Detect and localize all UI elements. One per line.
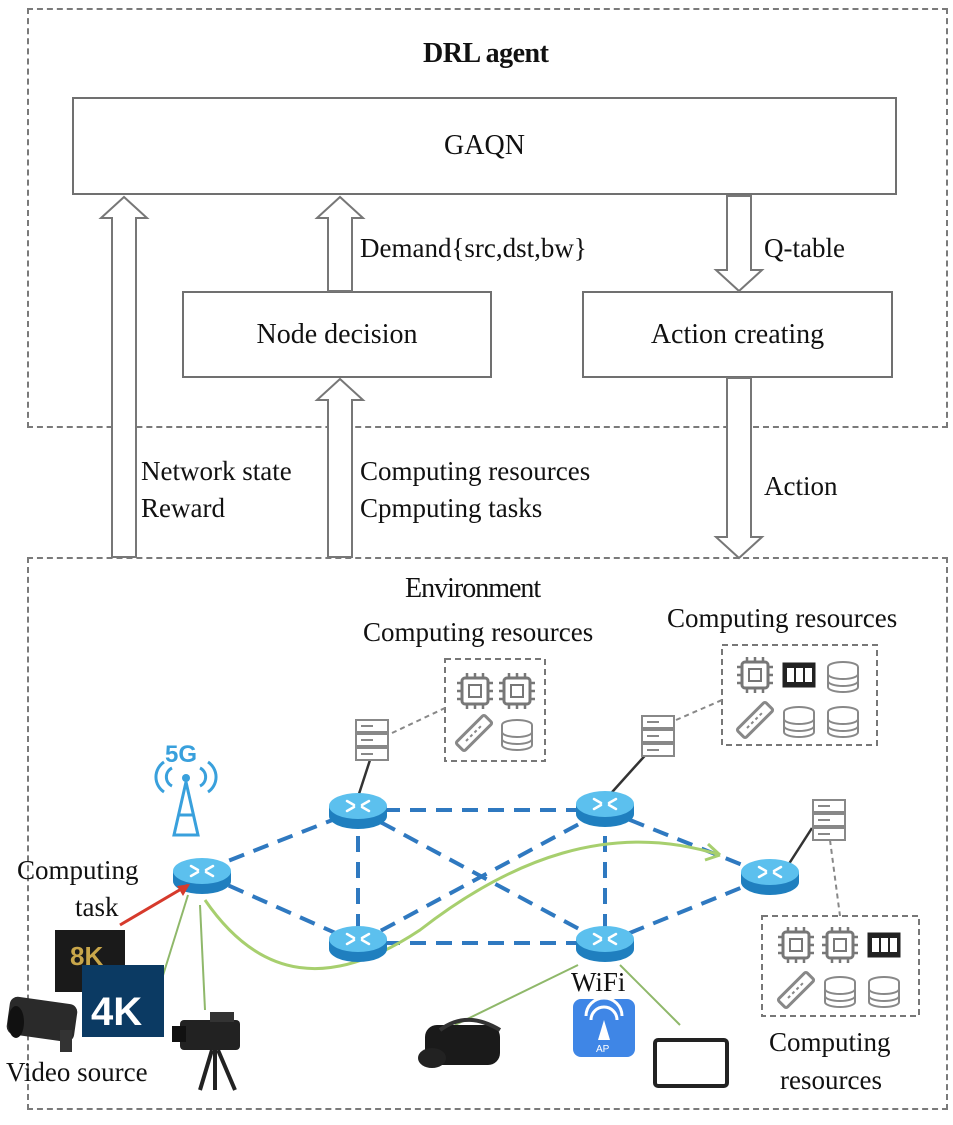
routing-path xyxy=(203,840,721,971)
memory-icon xyxy=(782,662,816,688)
server-link xyxy=(829,839,841,917)
chip-icon xyxy=(455,671,495,711)
vr-headset-icon xyxy=(418,1017,502,1068)
server-icon xyxy=(355,719,389,761)
ram-icon xyxy=(454,713,494,753)
router-icon xyxy=(739,857,801,897)
router-icon xyxy=(327,924,389,964)
cr-bottom-right-label-1: Computing xyxy=(769,1027,891,1057)
server-link xyxy=(391,707,446,734)
computing-task-label-2: task xyxy=(75,892,119,922)
demand-up-arrow xyxy=(314,195,366,292)
router-icon xyxy=(574,924,636,964)
ram-icon xyxy=(776,970,816,1010)
camcorder-icon xyxy=(172,1012,240,1091)
4k-video-thumbnail: 4K xyxy=(82,965,164,1037)
server-icon xyxy=(641,715,675,757)
computing-task-arrow xyxy=(119,883,189,927)
computing-task-arrowhead xyxy=(177,884,190,896)
action-down-arrow xyxy=(713,377,765,560)
computing-task-label-1: Computing xyxy=(17,855,139,885)
chip-icon xyxy=(497,671,537,711)
server-icon xyxy=(812,799,846,841)
network-state-label: Network state xyxy=(141,456,292,486)
wifi-ap-icon: AP xyxy=(573,996,635,1057)
demand-label: Demand{src,dst,bw} xyxy=(360,233,587,263)
server-link xyxy=(675,699,723,721)
node-decision-label: Node decision xyxy=(256,318,418,350)
4k-badge: 4K xyxy=(91,990,142,1034)
qtable-down-arrow xyxy=(713,195,765,293)
router-icon xyxy=(327,791,389,831)
resource-box-top-right xyxy=(721,644,878,746)
cr-bottom-right-label-2: resources xyxy=(780,1065,882,1095)
computing-tasks-label: Cpmputing tasks xyxy=(360,493,543,523)
ap-badge: AP xyxy=(596,1044,610,1055)
network-links xyxy=(204,808,771,945)
wireless-links xyxy=(159,894,681,1026)
reward-label: Reward xyxy=(141,493,225,523)
action-creating-label: Action creating xyxy=(650,318,825,350)
routing-path-arrowhead xyxy=(704,842,722,862)
node-decision-box: Node decision xyxy=(182,291,492,378)
qtable-label: Q-table xyxy=(764,233,845,263)
disk-icon xyxy=(501,719,533,751)
laptop-icon xyxy=(653,1038,729,1088)
memory-icon xyxy=(867,932,901,958)
chip-icon xyxy=(735,655,775,695)
video-source-label: Video source xyxy=(6,1057,148,1087)
cr-top-center-label: Computing resources xyxy=(363,617,594,647)
disk-icon xyxy=(827,661,859,693)
wifi-label: WiFi xyxy=(571,967,626,997)
chip-icon xyxy=(776,925,816,965)
disk-icon xyxy=(827,706,859,738)
computing-resources-label: Computing resources xyxy=(360,456,591,486)
chip-icon xyxy=(820,925,860,965)
disk-icon xyxy=(824,976,856,1008)
ram-icon xyxy=(735,700,775,740)
resource-box-bottom-right xyxy=(761,915,920,1017)
router-icon xyxy=(574,789,636,829)
cr-top-right-label: Computing resources xyxy=(667,603,898,633)
environment-title: Environment xyxy=(405,573,541,604)
disk-icon xyxy=(868,976,900,1008)
gaqn-label: GAQN xyxy=(444,130,525,161)
5g-tower-icon: 5G xyxy=(154,741,218,837)
disk-icon xyxy=(783,706,815,738)
drl-agent-title: DRL agent xyxy=(423,38,549,69)
security-camera-icon xyxy=(6,996,78,1052)
network-state-up-arrow xyxy=(98,195,150,558)
action-label: Action xyxy=(764,471,838,501)
5g-badge: 5G xyxy=(165,741,197,768)
computing-resources-up-arrow xyxy=(314,377,366,558)
environment-region xyxy=(27,557,948,1110)
resource-box-center xyxy=(444,658,546,762)
gaqn-box: GAQN xyxy=(72,97,897,195)
drl-agent-region xyxy=(27,8,948,428)
